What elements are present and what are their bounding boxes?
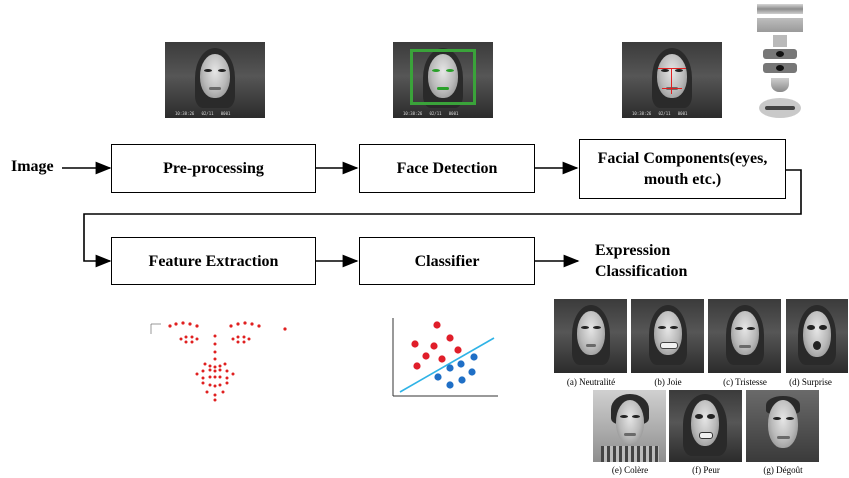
caption-fear: (f) Peur xyxy=(692,465,720,475)
nose-crop xyxy=(771,78,789,92)
right-eye-crop xyxy=(763,63,797,73)
preprocessing-label: Pre-processing xyxy=(163,160,264,177)
eyebrows-crop xyxy=(757,4,803,14)
expression-photo-anger xyxy=(593,390,666,462)
expression-photo-surprise xyxy=(786,299,848,373)
preprocessing-box: Pre-processing xyxy=(111,144,316,193)
face-detection-photo: 10:38:26 02/11 0001 xyxy=(393,42,493,118)
expression-photo-fear xyxy=(669,390,742,462)
component-localisation-photo: 10:38:26 02/11 0001 xyxy=(622,42,722,118)
caption-surprise: (d) Surprise xyxy=(789,377,832,387)
caption-anger: (e) Colère xyxy=(611,465,649,475)
classifier-scatter-illustration xyxy=(392,318,498,397)
expression-photo-joy xyxy=(631,299,704,373)
facial-components-label-line2: mouth etc.) xyxy=(643,171,722,188)
class-a-points xyxy=(411,321,462,370)
output-label-line1: Expression xyxy=(595,242,671,259)
plaid-shirt xyxy=(601,446,659,462)
landmark-points xyxy=(168,321,287,402)
left-eye-crop xyxy=(763,49,797,59)
facial-components-label-line1: Facial Components(eyes, xyxy=(597,150,768,167)
feature-extraction-box: Feature Extraction xyxy=(111,237,316,285)
nose-bridge-crop xyxy=(773,35,787,47)
facial-component-crops xyxy=(757,2,803,120)
class-b-points xyxy=(434,353,478,389)
detection-bounding-box xyxy=(410,49,476,105)
decision-boundary xyxy=(399,337,495,393)
classifier-box: Classifier xyxy=(359,237,535,285)
face-detection-label: Face Detection xyxy=(396,160,498,177)
facial-components-box: Facial Components(eyes, mouth etc.) xyxy=(579,139,786,199)
expression-photo-neutral xyxy=(554,299,627,373)
landmark-axes xyxy=(150,323,161,334)
classifier-label: Classifier xyxy=(414,252,480,270)
caption-joy: (b) Joie xyxy=(654,377,682,387)
input-image-label: Image xyxy=(11,158,54,175)
facial-landmarks-illustration xyxy=(150,321,287,402)
feature-extraction-label: Feature Extraction xyxy=(148,252,279,270)
face-detection-box: Face Detection xyxy=(359,144,535,193)
output-label-line2: Classification xyxy=(595,263,688,280)
forehead-crop xyxy=(757,18,803,32)
input-face-photo: 10:38:26 02/11 0001 xyxy=(165,42,265,118)
expression-classification-label: Expression Classification xyxy=(595,240,687,282)
component-lines xyxy=(658,68,686,69)
caption-sadness: (c) Tristesse xyxy=(723,377,767,387)
caption-neutral: (a) Neutralité xyxy=(566,377,616,387)
expression-photo-disgust xyxy=(746,390,819,462)
mouth-crop xyxy=(759,98,801,118)
expression-photo-sadness xyxy=(708,299,781,373)
caption-disgust: (g) Dégoût xyxy=(763,465,803,475)
arrow-components-to-feature-extraction xyxy=(83,169,802,268)
